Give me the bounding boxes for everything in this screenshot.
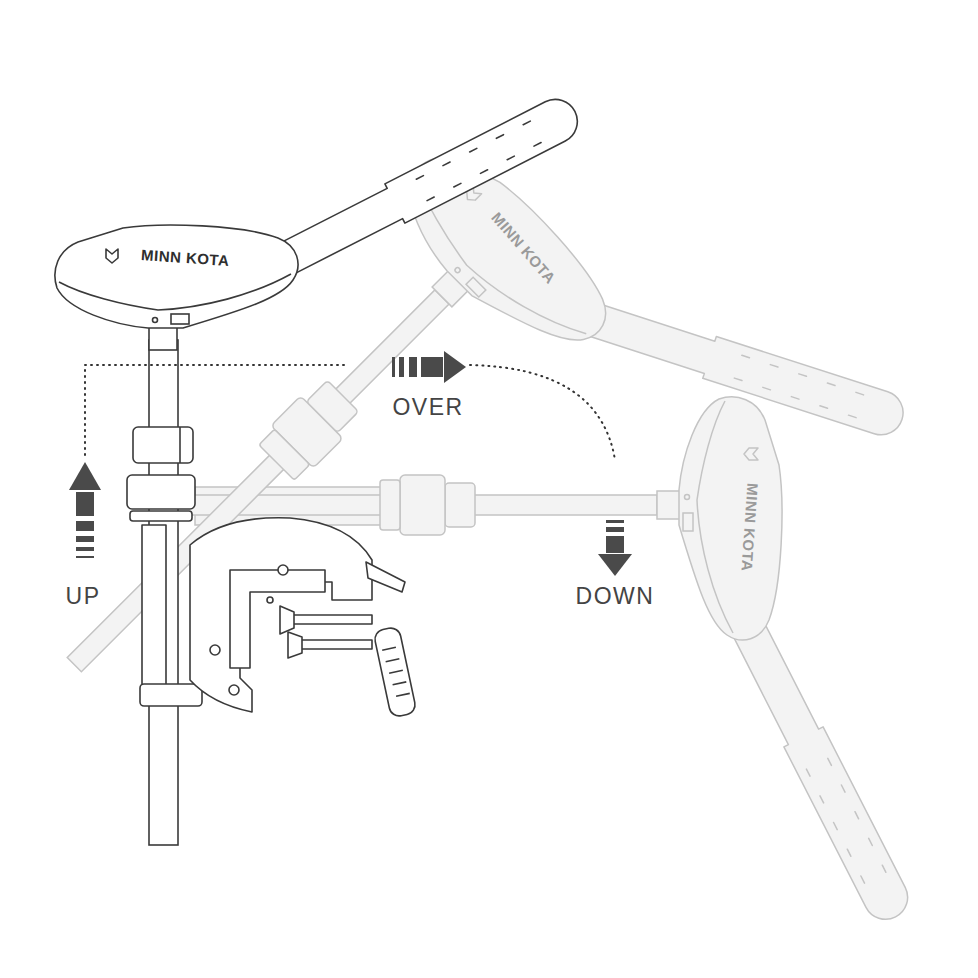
faded-motor-tilted-part [0, 43, 912, 957]
up-arrow-part [76, 536, 94, 542]
mount-bracket-part [130, 511, 192, 521]
faded-motor-tilted [0, 43, 912, 957]
motion-label: OVER [392, 395, 463, 420]
mount-bracket-part [373, 626, 417, 717]
faded-motor-horizontal-part [380, 480, 400, 530]
mount-bracket-part [179, 427, 181, 463]
faded-motor-horizontal-part [400, 475, 445, 535]
down-arrow-part [598, 554, 632, 576]
mount-bracket-part [210, 645, 220, 655]
mount-bracket-part [229, 685, 239, 695]
faded-motor-tilted-part [67, 290, 449, 672]
mount-bracket-part [288, 632, 302, 658]
over-arrow [392, 351, 466, 383]
mount-bracket-part [382, 646, 410, 697]
over-arrow-part [409, 357, 417, 377]
down-arrow [598, 520, 632, 576]
faded-motor-horizontal-part [657, 397, 908, 919]
motion-path-part [470, 365, 615, 460]
mount-bracket-part [142, 525, 166, 700]
motor-upright-part [55, 99, 577, 350]
up-arrow-part [76, 547, 94, 551]
mount-bracket-part [127, 475, 195, 509]
motion-path-part [85, 365, 345, 455]
mount-bracket [127, 427, 417, 718]
motion-label: UP [66, 584, 101, 609]
mount-bracket-part [267, 597, 273, 603]
mount-bracket-part [133, 427, 193, 463]
motion-path [85, 365, 615, 460]
mount-bracket-part [278, 565, 288, 575]
over-arrow-part [444, 351, 466, 383]
down-arrow-part [606, 536, 624, 553]
up-arrow-part [76, 492, 94, 516]
mount-bracket-part [280, 606, 294, 634]
motor-upright [55, 99, 577, 845]
up-arrow-part [69, 462, 101, 490]
mount-bracket-part [366, 562, 405, 592]
motor-upright-part [55, 99, 577, 350]
mount-bracket-part [190, 518, 372, 712]
mount-bracket-part [140, 684, 202, 706]
up-arrow [69, 462, 101, 558]
mount-bracket-part [292, 615, 372, 624]
faded-motor-horizontal-part [445, 483, 475, 527]
over-arrow-part [421, 357, 443, 377]
down-arrow-part [606, 520, 624, 523]
motion-label: DOWN [576, 584, 655, 609]
faded-motor-tilted-part [259, 429, 310, 480]
up-arrow-part [76, 556, 94, 558]
over-arrow-part [399, 357, 404, 377]
mount-bracket-part [300, 640, 372, 649]
faded-motor-tilted-part [366, 43, 913, 590]
over-arrow-part [392, 357, 395, 377]
up-arrow-part [76, 521, 94, 531]
down-arrow-part [606, 527, 624, 532]
